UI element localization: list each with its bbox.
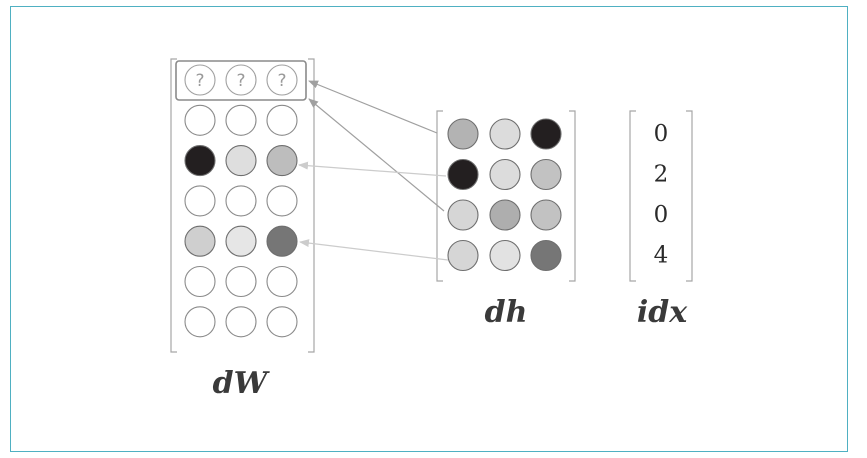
dw-left-bracket xyxy=(170,58,177,353)
dw-cell xyxy=(225,145,257,177)
arrow-dh-row2-to-dw-row0 xyxy=(308,98,445,212)
dw-cell xyxy=(184,145,216,177)
figure-frame xyxy=(10,6,848,452)
dw-cell xyxy=(225,265,257,298)
dh-cell xyxy=(530,158,562,191)
dh-cell xyxy=(447,199,479,231)
dw-cell xyxy=(266,145,298,177)
dh-cell xyxy=(530,118,562,150)
dw-cell xyxy=(225,185,257,217)
idx-left-bracket xyxy=(629,110,636,282)
dw-cell xyxy=(184,265,216,298)
dh-cell xyxy=(447,158,479,191)
idx-right-bracket xyxy=(686,110,693,282)
dw-cell-unknown xyxy=(266,64,298,96)
dh-cell xyxy=(489,239,521,272)
dw-highlight-row-box xyxy=(175,60,307,101)
idx-label: idx xyxy=(637,295,688,330)
dw-cell xyxy=(184,104,216,136)
scatter-arrows xyxy=(298,80,449,261)
dh-cell xyxy=(530,239,562,272)
dh-cell xyxy=(447,118,479,150)
dw-cell-unknown xyxy=(225,64,257,96)
dw-cell xyxy=(225,306,257,338)
dh-cell xyxy=(489,118,521,150)
dw-matrix: ??? xyxy=(170,58,315,353)
arrow-dh-row1-to-dw-row2 xyxy=(298,161,447,177)
dw-cell xyxy=(266,306,298,338)
idx-vector: 0 2 0 4 xyxy=(629,110,693,282)
idx-value: 0 xyxy=(654,121,669,147)
dw-cell xyxy=(266,185,298,217)
dw-cell xyxy=(266,265,298,298)
dh-cell xyxy=(530,199,562,231)
dw-label: dW xyxy=(213,366,271,401)
dh-right-bracket xyxy=(569,110,576,282)
dh-label: dh xyxy=(485,295,528,330)
dh-cell xyxy=(447,239,479,272)
idx-value: 2 xyxy=(654,162,669,188)
dw-cell xyxy=(184,185,216,217)
dw-right-bracket xyxy=(308,58,315,353)
dw-cell-question-mark: ? xyxy=(277,71,286,91)
dw-cell xyxy=(225,104,257,136)
dw-cell xyxy=(225,225,257,257)
arrow-dh-row0-to-dw-row0 xyxy=(308,80,438,134)
dw-cell xyxy=(266,225,298,257)
dh-cell xyxy=(489,199,521,231)
dw-cell xyxy=(184,225,216,257)
dw-cell-unknown xyxy=(184,64,216,96)
dw-cell-question-mark: ? xyxy=(236,71,245,91)
idx-value: 4 xyxy=(654,243,669,269)
dh-cell xyxy=(489,158,521,191)
dw-cell-question-mark: ? xyxy=(195,71,204,91)
dh-left-bracket xyxy=(436,110,443,282)
arrow-dh-row3-to-dw-row4 xyxy=(299,239,449,261)
dh-matrix xyxy=(436,110,576,282)
dw-cell xyxy=(184,306,216,338)
idx-value: 0 xyxy=(654,202,669,228)
dw-cell xyxy=(266,104,298,136)
